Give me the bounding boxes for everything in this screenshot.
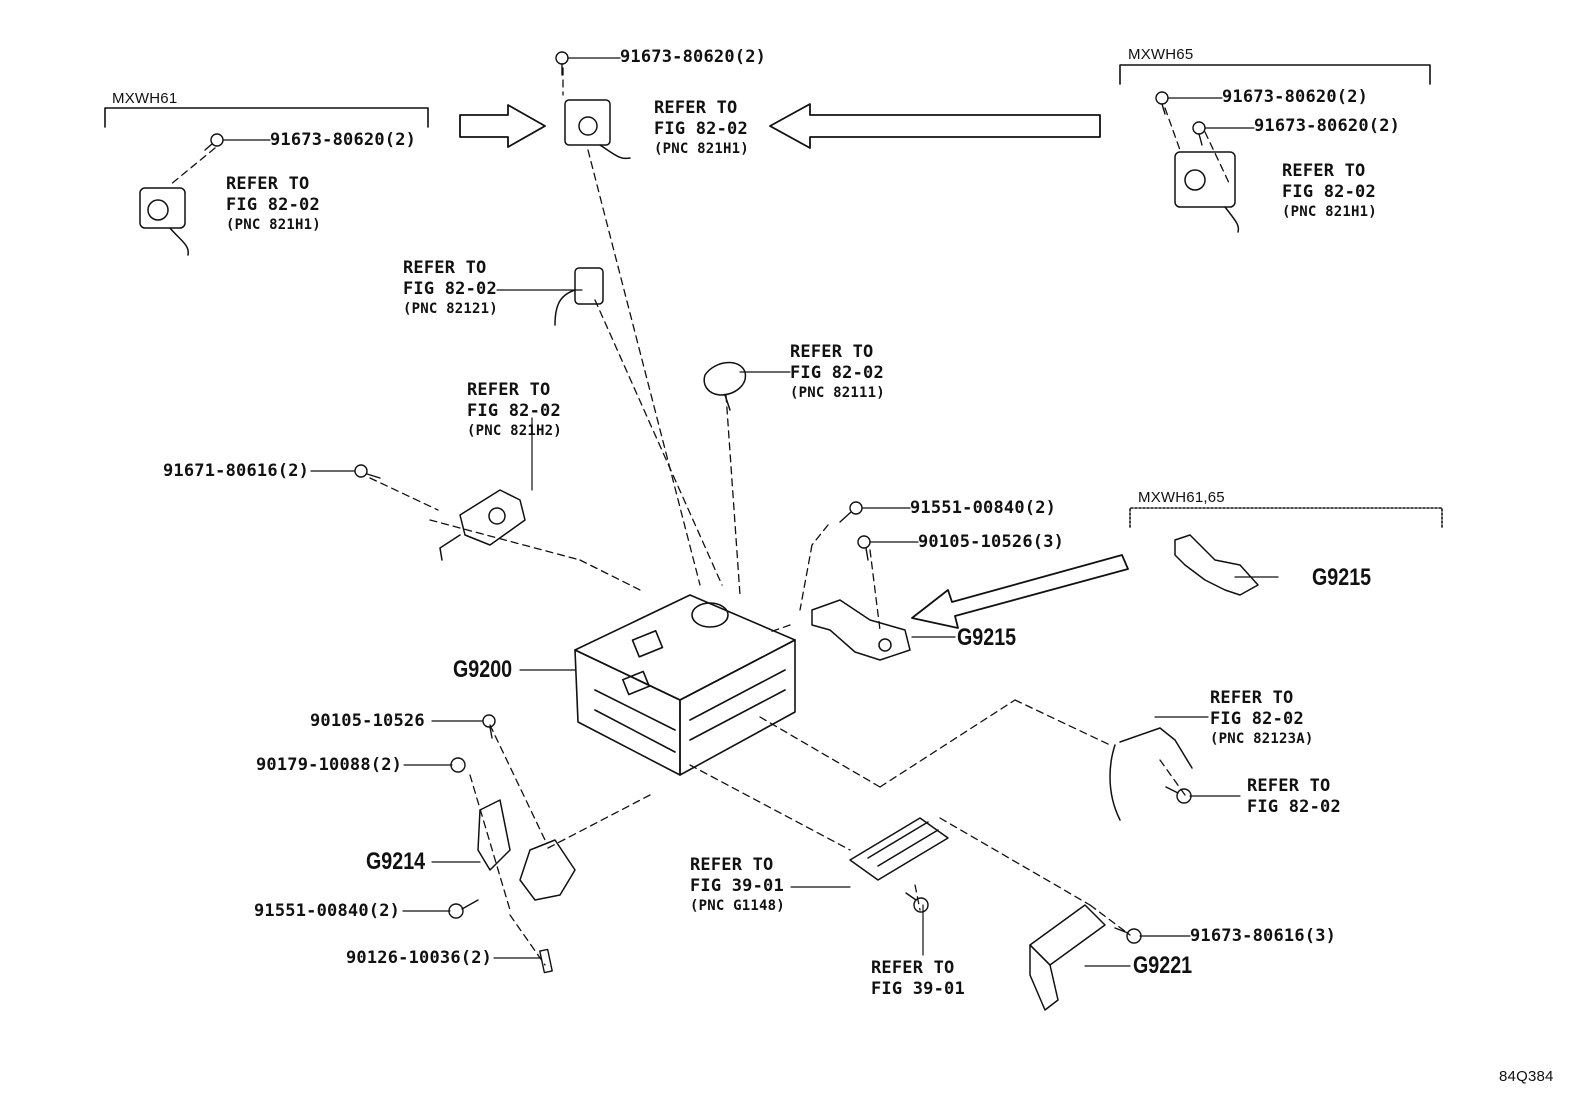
reference-line-pnc: (PNC 82121) [403, 301, 498, 317]
reference-line-pnc: (PNC G1148) [690, 898, 785, 914]
assembly-leader-lines [169, 67, 1231, 966]
reference-line-refer: REFER TO [403, 258, 487, 278]
reference-top-center[interactable]: REFER TO FIG 82-02 (PNC 821H1) [654, 98, 749, 158]
part-label-bolt-91673-lower[interactable]: 91673-80616(3) [1190, 926, 1337, 946]
reference-line-pnc: (PNC 821H1) [1282, 204, 1377, 220]
part-label-bolt-left-variant[interactable]: 91673-80620(2) [270, 130, 417, 150]
reference-line-pnc: (PNC 821H2) [467, 423, 562, 439]
part-label-bolt-90105-lower[interactable]: 90105-10526 [310, 711, 425, 731]
reference-fig-82-02-bolt[interactable]: REFER TO FIG 82-02 [1247, 776, 1341, 818]
bracket-g9215-variant [1174, 534, 1259, 596]
hollow-arrow-right [459, 104, 546, 148]
reference-line-fig: FIG 82-02 [226, 195, 320, 215]
part-label-g9200[interactable]: G9200 [453, 656, 513, 683]
bracket-g9214 [477, 799, 576, 901]
reference-right-variant[interactable]: REFER TO FIG 82-02 (PNC 821H1) [1282, 161, 1377, 221]
variant-label-mxwh65: MXWH65 [1128, 46, 1194, 63]
reference-line-fig: FIG 82-02 [790, 363, 884, 383]
reference-line-fig: FIG 39-01 [690, 876, 784, 896]
reference-line-refer: REFER TO [467, 380, 551, 400]
reference-line-refer: REFER TO [871, 958, 955, 978]
sensor-right-variant [1174, 151, 1240, 233]
inverter-assembly-g9200 [574, 594, 796, 776]
reference-line-refer: REFER TO [690, 855, 774, 875]
reference-line-fig: FIG 82-02 [654, 119, 748, 139]
reference-line-pnc: (PNC 82123A) [1210, 731, 1314, 747]
reference-left-variant[interactable]: REFER TO FIG 82-02 (PNC 821H1) [226, 174, 321, 234]
part-label-g9221[interactable]: G9221 [1133, 952, 1193, 979]
hollow-arrow-diagonal [911, 554, 1129, 629]
variant-bracket-mxwh61-65 [1129, 507, 1443, 528]
reference-line-fig: FIG 39-01 [871, 979, 965, 999]
part-label-bolt-top[interactable]: 91673-80620(2) [620, 47, 767, 67]
reference-line-fig: FIG 82-02 [1210, 709, 1304, 729]
reference-pnc-82121[interactable]: REFER TO FIG 82-02 (PNC 82121) [403, 258, 498, 318]
sensor-pnc-821h2 [439, 489, 526, 561]
reference-line-pnc: (PNC 821H1) [654, 141, 749, 157]
reference-line-refer: REFER TO [1247, 776, 1331, 796]
variant-label-mxwh61: MXWH61 [112, 90, 178, 107]
variant-bracket-mxwh61 [104, 107, 429, 128]
reference-line-fig: FIG 82-02 [403, 279, 497, 299]
sensor-left-variant [139, 187, 189, 256]
hollow-arrow-left [769, 103, 1101, 149]
part-label-g9215-main[interactable]: G9215 [957, 624, 1017, 651]
part-label-bolt-right-variant-b[interactable]: 91673-80620(2) [1254, 116, 1401, 136]
reference-line-refer: REFER TO [1282, 161, 1366, 181]
reference-line-refer: REFER TO [226, 174, 310, 194]
reference-fig-39-01-bolt[interactable]: REFER TO FIG 39-01 [871, 958, 965, 1000]
fastener-icons [204, 51, 1206, 974]
part-label-bolt-91551-lower[interactable]: 91551-00840(2) [254, 901, 401, 921]
variant-label-mxwh61-65: MXWH61,65 [1138, 489, 1225, 506]
figure-id: 84Q384 [1499, 1068, 1554, 1085]
plate-g9221 [1029, 904, 1106, 1011]
reference-pnc-821h2[interactable]: REFER TO FIG 82-02 (PNC 821H2) [467, 380, 562, 440]
reference-line-refer: REFER TO [1210, 688, 1294, 708]
reference-pnc-82111[interactable]: REFER TO FIG 82-02 (PNC 82111) [790, 342, 885, 402]
sensor-top-center [564, 99, 631, 160]
cable-pnc-82123a [1109, 727, 1193, 821]
part-label-bolt-91671[interactable]: 91671-80616(2) [163, 461, 310, 481]
part-label-g9215-variant[interactable]: G9215 [1312, 564, 1372, 591]
part-label-bolt-91551-upper[interactable]: 91551-00840(2) [910, 498, 1057, 518]
connector-pnc-g1148 [849, 817, 949, 881]
part-label-bolt-90105-upper[interactable]: 90105-10526(3) [918, 532, 1065, 552]
reference-line-pnc: (PNC 821H1) [226, 217, 321, 233]
reference-line-pnc: (PNC 82111) [790, 385, 885, 401]
part-label-g9214[interactable]: G9214 [366, 848, 426, 875]
label-leader-lines [222, 57, 1279, 967]
reference-line-fig: FIG 82-02 [467, 401, 561, 421]
reference-pnc-g1148[interactable]: REFER TO FIG 39-01 (PNC G1148) [690, 855, 785, 915]
reference-line-fig: FIG 82-02 [1247, 797, 1341, 817]
reference-line-refer: REFER TO [654, 98, 738, 118]
part-label-stud-90126[interactable]: 90126-10036(2) [346, 948, 493, 968]
reference-pnc-82123a[interactable]: REFER TO FIG 82-02 (PNC 82123A) [1210, 688, 1314, 748]
sensor-pnc-82111 [703, 361, 747, 411]
variant-bracket-mxwh65 [1119, 64, 1431, 85]
reference-line-fig: FIG 82-02 [1282, 182, 1376, 202]
reference-line-refer: REFER TO [790, 342, 874, 362]
part-label-washer-90179[interactable]: 90179-10088(2) [256, 755, 403, 775]
part-label-bolt-right-variant-a[interactable]: 91673-80620(2) [1222, 87, 1369, 107]
bracket-g9215-main [811, 599, 911, 661]
sensor-pnc-82121 [554, 267, 604, 326]
